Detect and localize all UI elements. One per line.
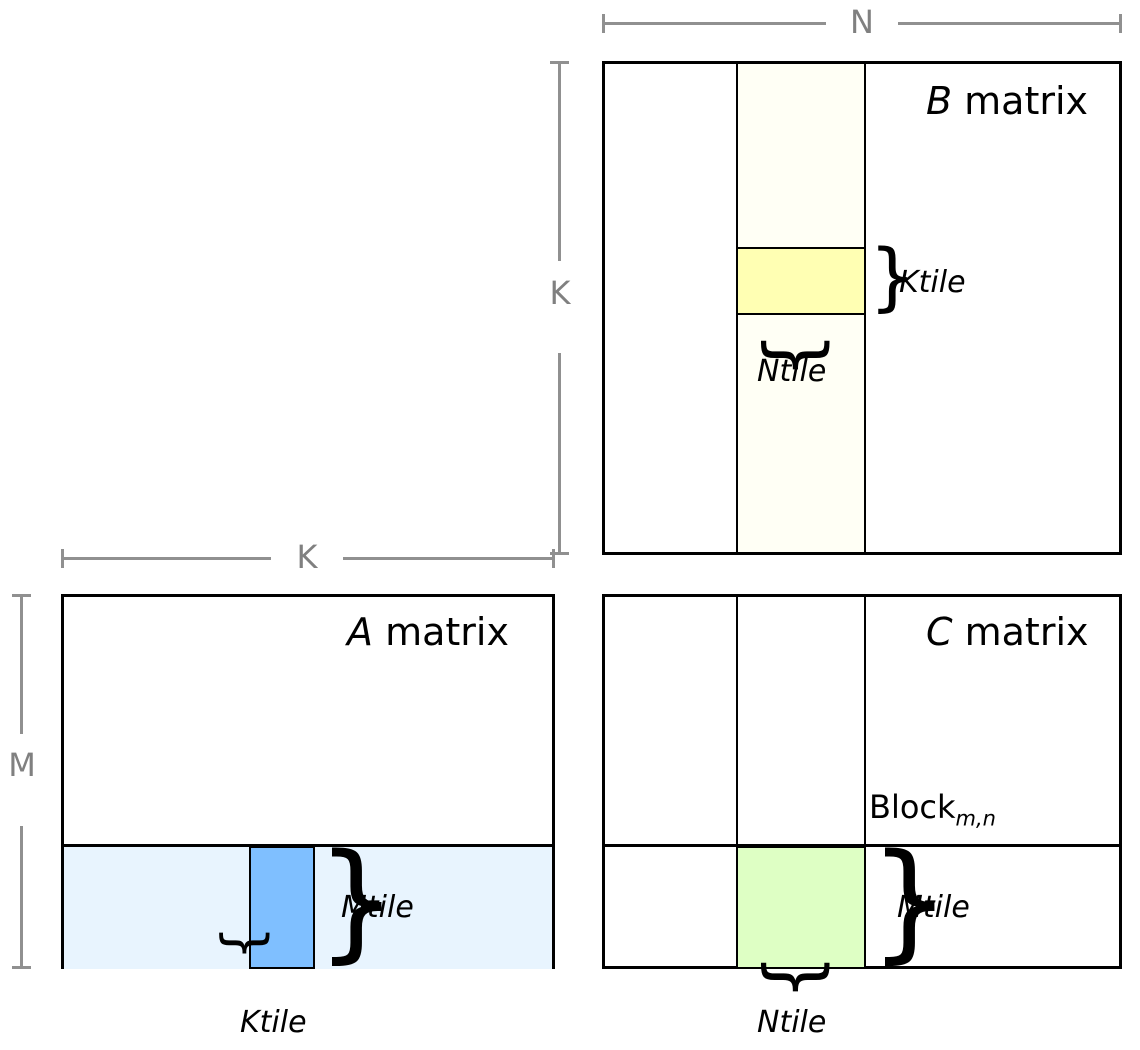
dimension-cap-top: [550, 61, 569, 64]
dimension-cap-right: [1119, 14, 1122, 33]
c-matrix-block-label: Blockm,n: [869, 791, 996, 829]
c-matrix-divider-right: [864, 597, 866, 966]
dimension-label-k-vertical: K: [549, 274, 571, 312]
dimension-cap-top: [12, 594, 31, 597]
dimension-cap-bottom: [12, 966, 31, 969]
a-matrix-mtile-brace-icon: }: [316, 827, 398, 976]
dimension-segment-right: [343, 557, 552, 560]
a-matrix-tile: [249, 846, 315, 969]
block-label-text: Block: [869, 788, 956, 826]
dimension-m-vertical: M: [8, 594, 36, 969]
b-matrix-label-var: B: [926, 79, 953, 123]
b-matrix-ktile-label: Ktile: [899, 265, 966, 300]
c-matrix-label-rest: matrix: [952, 610, 1089, 654]
b-matrix-tile: [736, 247, 866, 315]
dimension-label-m: M: [8, 746, 36, 784]
c-matrix-tile: [736, 846, 866, 969]
b-matrix-ntile-label: Ntile: [757, 354, 827, 389]
a-matrix-row-divider: [61, 844, 555, 847]
a-matrix-ktile-label: Ktile: [240, 1005, 307, 1040]
c-matrix-divider-left: [736, 597, 738, 966]
b-matrix-label-rest: matrix: [952, 79, 1089, 123]
dimension-k-vertical: K: [549, 61, 570, 555]
c-matrix-label: C matrix: [926, 613, 1089, 651]
block-label-subscript: m,n: [955, 806, 996, 831]
a-matrix-label: A matrix: [347, 613, 509, 651]
dimension-n-top: N: [602, 6, 1122, 38]
c-matrix-box: [602, 594, 1122, 969]
a-matrix-ktile-brace-icon: }: [215, 925, 278, 961]
b-matrix-ktile-brace-icon: }: [869, 234, 917, 320]
dimension-segment-top: [558, 63, 561, 261]
dimension-segment-left: [63, 557, 271, 560]
dimension-k-top: K: [61, 541, 555, 573]
dimension-label-n: N: [850, 3, 874, 41]
c-matrix-ntile-label: Ntile: [757, 1005, 827, 1040]
a-matrix-mtile-label: Mtile: [341, 890, 414, 925]
dimension-segment-right: [898, 22, 1120, 25]
b-matrix-box: [602, 61, 1122, 555]
c-matrix-label-var: C: [926, 610, 953, 654]
dimension-segment-bottom: [558, 353, 561, 553]
dimension-segment-left: [604, 22, 826, 25]
dimension-cap-bottom: [550, 552, 569, 555]
dimension-label-k-top: K: [296, 538, 318, 576]
dimension-cap-left: [602, 14, 605, 33]
a-matrix-box: [61, 594, 555, 969]
a-matrix-label-rest: matrix: [373, 610, 509, 654]
dimension-cap-left: [61, 549, 64, 568]
a-matrix-label-var: A: [347, 610, 373, 654]
c-matrix-mtile-brace-icon: }: [869, 827, 951, 976]
dimension-segment-bottom: [20, 826, 23, 967]
c-matrix-row-divider: [602, 844, 1122, 847]
dimension-cap-right: [552, 549, 555, 568]
b-matrix-label: B matrix: [926, 82, 1088, 120]
c-matrix-mtile-label: Mtile: [897, 890, 970, 925]
dimension-segment-top: [20, 596, 23, 734]
